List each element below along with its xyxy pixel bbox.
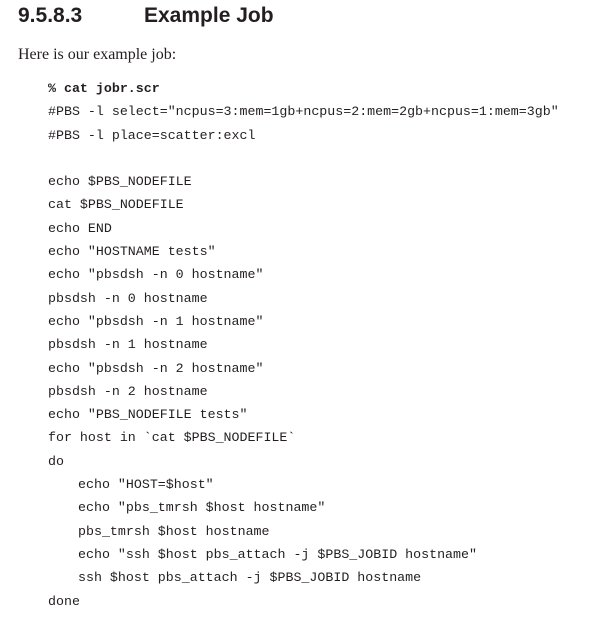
code-line: pbsdsh -n 2 hostname (48, 383, 208, 399)
code-line-indented: echo "pbs_tmrsh $host hostname" (78, 500, 326, 516)
shell-command: % cat jobr.scr (48, 81, 160, 96)
intro-paragraph: Here is our example job: (18, 46, 177, 63)
code-line: #PBS -l select="ncpus=3:mem=1gb+ncpus=2:… (48, 104, 559, 120)
code-line: echo "pbsdsh -n 2 hostname" (48, 360, 264, 376)
code-block: % cat jobr.scr #PBS -l select="ncpus=3:m… (48, 77, 559, 613)
code-line: echo $PBS_NODEFILE (48, 174, 192, 190)
code-line-indented: echo "ssh $host pbs_attach -j $PBS_JOBID… (78, 546, 477, 562)
code-line: echo "PBS_NODEFILE tests" (48, 407, 248, 423)
section-title: Example Job (144, 4, 274, 27)
code-line: done (48, 593, 80, 609)
code-line-indented: echo "HOST=$host" (78, 477, 214, 493)
code-line: echo "HOSTNAME tests" (48, 244, 216, 260)
section-heading: 9.5.8.3 Example Job (18, 4, 274, 28)
section-number: 9.5.8.3 (18, 4, 83, 27)
code-line-indented: pbs_tmrsh $host hostname (78, 523, 270, 539)
code-line-blank (48, 147, 559, 170)
code-line: cat $PBS_NODEFILE (48, 197, 184, 213)
code-line: for host in `cat $PBS_NODEFILE` (48, 430, 296, 446)
code-line-indented: ssh $host pbs_attach -j $PBS_JOBID hostn… (78, 570, 422, 586)
code-line: echo END (48, 220, 112, 236)
code-line: echo "pbsdsh -n 1 hostname" (48, 313, 264, 329)
code-line: echo "pbsdsh -n 0 hostname" (48, 267, 264, 283)
code-line: pbsdsh -n 1 hostname (48, 337, 208, 353)
code-line: pbsdsh -n 0 hostname (48, 290, 208, 306)
code-line: #PBS -l place=scatter:excl (48, 127, 256, 143)
code-line: do (48, 453, 64, 469)
